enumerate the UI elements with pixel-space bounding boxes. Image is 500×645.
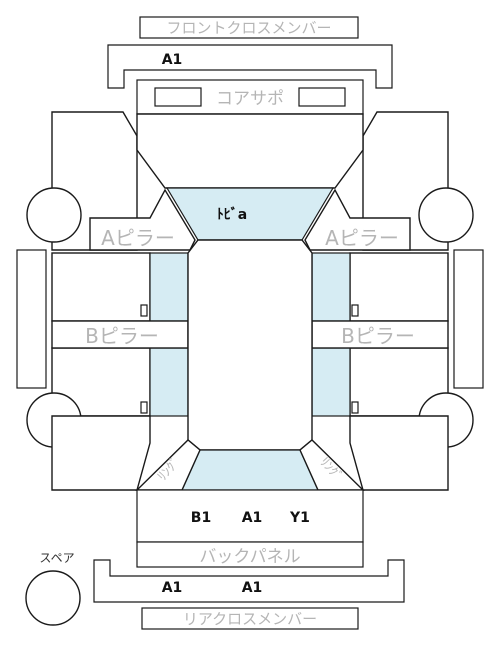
right-b-pillar[interactable] [311, 320, 449, 349]
rear-glass[interactable] [181, 449, 319, 491]
left-rear-quarter[interactable] [51, 415, 151, 491]
left-rear-door-handle [140, 401, 148, 414]
back-panel-grade-3: Y1 [289, 510, 310, 526]
rear-cross-member-grade-2: A1 [242, 580, 263, 596]
windshield-glass[interactable] [165, 187, 335, 241]
roof-label: ﾄﾋﾞa [217, 206, 247, 223]
left-b-pillar[interactable] [51, 320, 189, 349]
right-front-door-handle [351, 304, 359, 317]
right-front-door[interactable] [349, 252, 449, 322]
core-support-label: コアサポ [216, 89, 284, 109]
front-cross-member-label: フロントクロスメンバー [166, 19, 331, 37]
left-a-pillar[interactable] [89, 188, 196, 251]
hood-panel[interactable] [136, 113, 364, 189]
back-panel-label: バックパネル [199, 547, 300, 567]
right-rear-quarter[interactable] [349, 415, 449, 491]
rear-cross-member-grade-1: A1 [162, 580, 183, 596]
rear-cross-member-label: リアクロスメンバー [183, 610, 317, 628]
back-panel-grade-2: A1 [242, 510, 263, 526]
right-rear-side-glass[interactable] [311, 347, 351, 417]
left-rear-side-glass[interactable] [149, 347, 189, 417]
left-front-side-glass[interactable] [149, 252, 189, 322]
back-panel[interactable] [136, 541, 364, 568]
right-rocker-panel[interactable] [453, 249, 484, 389]
spare-tire[interactable] [25, 570, 81, 626]
front-cross-member-panel[interactable] [139, 16, 359, 39]
left-front-door-handle [140, 304, 148, 317]
spare-label: スペア [39, 551, 74, 565]
rear-cross-member-bracket[interactable] [93, 559, 405, 603]
back-panel-grade-1: B1 [191, 510, 211, 526]
right-front-wheel[interactable] [418, 187, 474, 243]
left-front-wheel[interactable] [26, 187, 82, 243]
rear-cross-member-panel[interactable] [141, 607, 359, 630]
right-front-side-glass[interactable] [311, 252, 351, 322]
left-b-pillar-label: Bピラー [85, 324, 159, 348]
right-a-pillar-label: Aピラー [325, 226, 399, 250]
trunk-panel[interactable] [136, 489, 364, 543]
front-cross-member-grade-1: A1 [162, 52, 183, 68]
left-rocker-panel[interactable] [16, 249, 47, 389]
front-cross-member-bracket[interactable] [107, 44, 393, 89]
right-rear-door-handle [351, 401, 359, 414]
left-a-pillar-label: Aピラー [101, 226, 175, 250]
roof-panel[interactable] [187, 239, 313, 451]
left-headlight [154, 87, 202, 107]
right-b-pillar-label: Bピラー [341, 324, 415, 348]
right-a-pillar[interactable] [304, 188, 411, 251]
right-headlight [298, 87, 346, 107]
left-front-door[interactable] [51, 252, 151, 322]
